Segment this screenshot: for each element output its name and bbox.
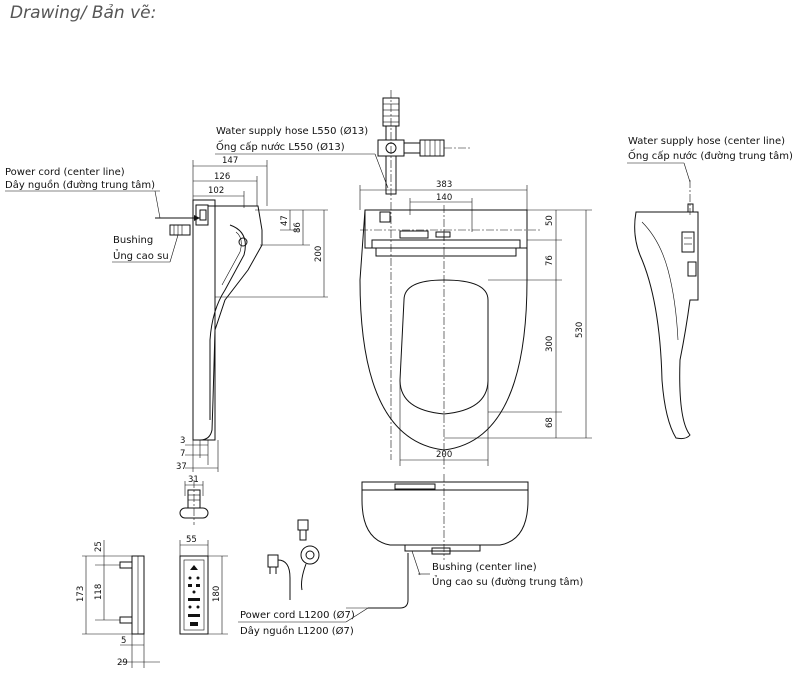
drawing-title: Drawing/ Bản vẽ: (10, 3, 157, 23)
water-cl-vi: Ống cấp nước (đường trung tâm) (628, 148, 793, 162)
power-cord-len-vi: Dây nguồn L1200 (Ø7) (240, 625, 354, 637)
bushing-cl-vi: Ủng cao su (đường trung tâm) (432, 574, 583, 588)
dim-55: 55 (186, 535, 197, 545)
dim-383: 383 (436, 180, 452, 190)
dim-173: 173 (76, 586, 86, 602)
dim-29: 29 (117, 658, 128, 668)
dim-300: 300 (545, 336, 555, 352)
power-cord-cl-vi: Dây nguồn (đường trung tâm) (5, 179, 155, 191)
dim-3: 3 (180, 436, 185, 446)
remote-front: 55 180 (179, 535, 228, 635)
top-view: 383 140 50 76 300 68 530 200 (359, 90, 592, 470)
power-cord-cl-en: Power cord (center line) (5, 167, 125, 178)
remote-side: 25 173 118 5 29 (76, 540, 160, 668)
water-hose-en: Water supply hose L550 (Ø13) (216, 125, 368, 137)
dim-68: 68 (545, 417, 555, 428)
dim-140: 140 (436, 193, 452, 203)
dim-7: 7 (180, 449, 185, 459)
dim-5: 5 (121, 636, 126, 646)
water-hose-vi: Ống cấp nước L550 (Ø13) (216, 139, 345, 153)
dim-118: 118 (94, 584, 104, 600)
dim-126: 126 (214, 172, 230, 182)
bushing-cl-en: Bushing (center line) (432, 562, 537, 573)
dim-530: 530 (575, 322, 585, 338)
side-view: 147 126 102 47 86 200 (155, 156, 328, 472)
dim-25: 25 (94, 541, 104, 552)
front-view (361, 474, 529, 609)
dim-200-bowl: 200 (436, 450, 452, 460)
bushing-side-en: Bushing (113, 235, 153, 246)
bushing-detail: 31 (179, 475, 209, 525)
dim-50: 50 (545, 215, 555, 226)
dim-147: 147 (222, 156, 238, 166)
dim-180: 180 (212, 586, 222, 602)
dim-47: 47 (280, 215, 290, 226)
dim-102: 102 (208, 186, 224, 196)
bushing-side-vi: Ủng cao su (113, 248, 169, 262)
water-cl-en: Water supply hose (center line) (628, 136, 785, 147)
dim-37: 37 (176, 462, 187, 472)
right-side-view (634, 180, 699, 440)
dim-31: 31 (188, 475, 199, 485)
power-cord-len-en: Power cord L1200 (Ø7) (240, 609, 355, 621)
dim-200-side: 200 (314, 246, 324, 262)
dim-76: 76 (545, 255, 555, 266)
power-cord-plug (267, 519, 320, 600)
dim-86: 86 (293, 222, 303, 233)
